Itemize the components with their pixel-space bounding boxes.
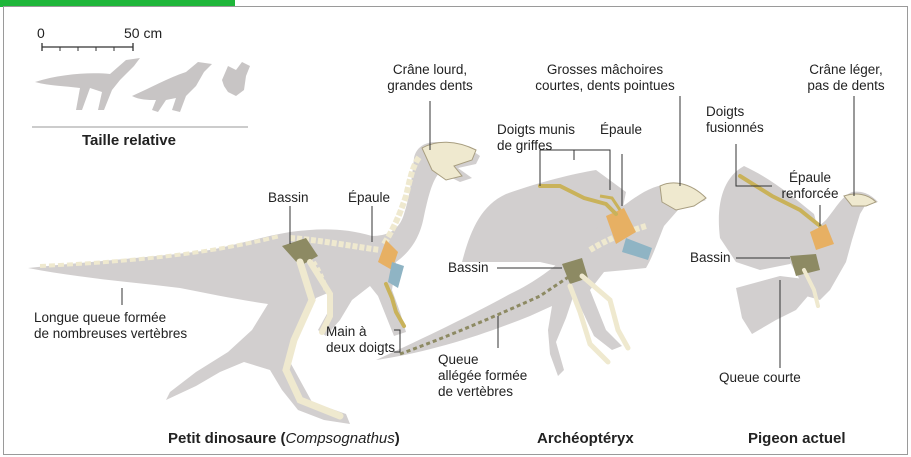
title-archaeopteryx: Archéoptéryx bbox=[537, 430, 634, 447]
label-bassin-archaeopteryx: Bassin bbox=[448, 260, 489, 276]
scale-caption: Taille relative bbox=[82, 132, 176, 149]
scale-fifty: 50 cm bbox=[124, 25, 162, 41]
relative-size-silhouettes bbox=[35, 58, 250, 112]
label-bassin-pigeon: Bassin bbox=[690, 250, 731, 266]
scale-zero: 0 bbox=[37, 25, 45, 41]
dinosaur-illustration bbox=[28, 142, 480, 424]
label-epaule-archaeopteryx: Épaule bbox=[600, 122, 642, 138]
label-epaule-dinosaure: Épaule bbox=[348, 190, 390, 206]
label-crane-leger: Crâne léger,pas de dents bbox=[800, 62, 892, 94]
title-pigeon: Pigeon actuel bbox=[748, 430, 846, 447]
label-bassin-dinosaure: Bassin bbox=[268, 190, 309, 206]
label-crane-lourd: Crâne lourd,grandes dents bbox=[380, 62, 480, 94]
dinosaur-body-silhouette bbox=[28, 142, 480, 424]
title-dinosaure: Petit dinosaure (Compsognathus) bbox=[168, 430, 400, 447]
scale-bar bbox=[42, 43, 133, 51]
pigeon-tail-silhouette bbox=[736, 276, 812, 334]
label-queue-courte: Queue courte bbox=[719, 370, 801, 386]
